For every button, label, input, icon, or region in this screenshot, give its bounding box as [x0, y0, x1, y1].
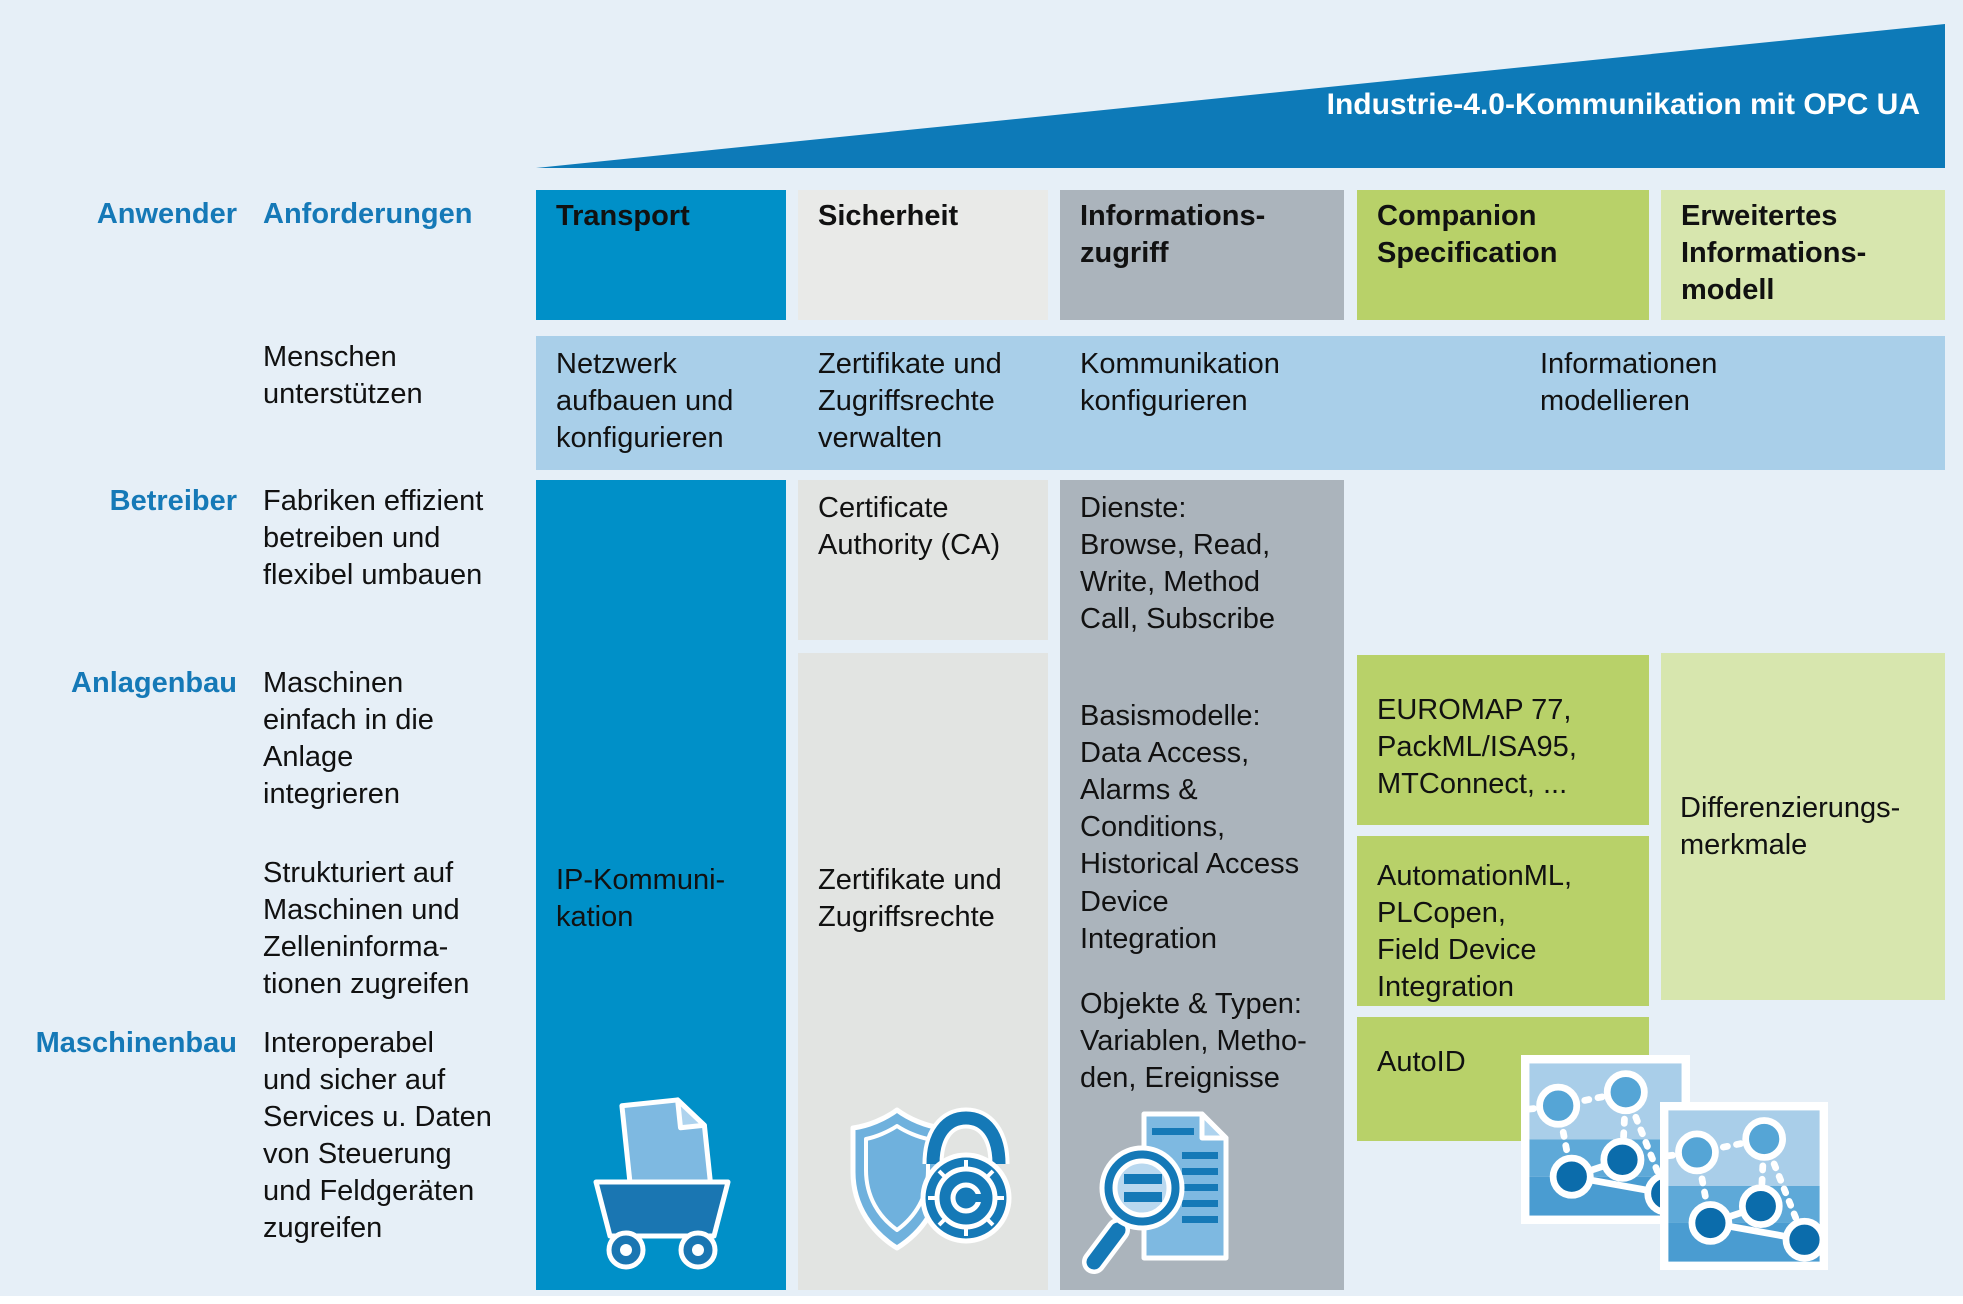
- page-bottom-edge: [0, 1296, 1963, 1304]
- header-erweitertes: [1661, 190, 1945, 320]
- cell-dienste: Dienste: Browse, Read, Write, Method Cal…: [1080, 492, 1276, 635]
- header-companion: [1357, 190, 1649, 320]
- cell-automationml: AutomationML, PLCopen, Field Device Inte…: [1377, 860, 1573, 1003]
- header-informationszugriff: [1060, 190, 1344, 320]
- band-menschen-unterstuetzen: [536, 336, 1945, 470]
- growth-triangle: [536, 24, 1945, 168]
- cell-ip-kommunikation: IP-Kommuni- kation: [556, 864, 726, 933]
- band-zertifikate: Zertifikate und Zugriffsrechte verwalten: [818, 348, 1002, 454]
- cell-differenzierung: Differenzierungs- merkmale: [1680, 792, 1901, 861]
- band-kommunikation: Kommunikation konfigurieren: [1080, 348, 1280, 417]
- col-label-anforderungen: Anforderungen: [263, 198, 473, 230]
- companion-block-automationml: [1357, 836, 1649, 1006]
- header-companion-label: Companion Specification: [1377, 200, 1558, 269]
- header-erweitertes-label: Erweitertes Informations- modell: [1681, 200, 1867, 306]
- network-graph-icon: [1660, 1102, 1828, 1270]
- shield-lock-icon: [850, 1107, 1012, 1251]
- companion-block-euromap: [1357, 655, 1649, 825]
- erweitertes-block: [1661, 653, 1945, 1000]
- cell-euromap: EUROMAP 77, PackML/ISA95, MTConnect, ...: [1377, 694, 1577, 800]
- cart-with-document-icon: [593, 1097, 731, 1270]
- diagram-title: Industrie-4.0-Kommunikation mit OPC UA: [1326, 88, 1920, 121]
- cell-device-integration: Device Integration: [1080, 886, 1218, 955]
- requirement-menschen: Menschen unterstützen: [263, 341, 423, 410]
- sicherheit-block-ca: [798, 480, 1048, 640]
- requirement-maschinen: Maschinen einfach in die Anlage integrie…: [263, 667, 434, 810]
- requirement-interoperabel: Interoperabel und sicher auf Services u.…: [263, 1027, 492, 1244]
- header-transport: [536, 190, 786, 320]
- cell-certificate-authority: Certificate Authority (CA): [818, 492, 1001, 561]
- row-label-betreiber: Betreiber: [109, 485, 237, 517]
- band-informationen: Informationen modellieren: [1540, 348, 1718, 417]
- requirement-strukturiert: Strukturiert auf Maschinen und Zelleninf…: [263, 857, 470, 1000]
- row-label-maschinenbau: Maschinenbau: [35, 1027, 237, 1059]
- magnifier-document-icon: [1082, 1111, 1229, 1274]
- header-transport-label: Transport: [556, 200, 690, 232]
- cell-autoid: AutoID: [1377, 1046, 1466, 1078]
- cell-zertifikate-zugriffsrechte: Zertifikate und Zugriffsrechte: [818, 864, 1002, 933]
- band-netzwerk: Netzwerk aufbauen und konfigurieren: [556, 348, 734, 454]
- header-sicherheit-label: Sicherheit: [818, 200, 959, 232]
- cell-objekte-typen: Objekte & Typen: Variablen, Metho- den, …: [1080, 988, 1307, 1094]
- header-informationszugriff-label: Informations- zugriff: [1080, 200, 1266, 269]
- row-label-anlagenbau: Anlagenbau: [71, 667, 237, 699]
- row-label-anwender: Anwender: [96, 198, 237, 230]
- header-sicherheit: [798, 190, 1048, 320]
- cell-basismodelle: Basismodelle: Data Access, Alarms & Cond…: [1080, 700, 1300, 880]
- requirement-fabriken: Fabriken effizient betreiben und flexibe…: [263, 485, 484, 591]
